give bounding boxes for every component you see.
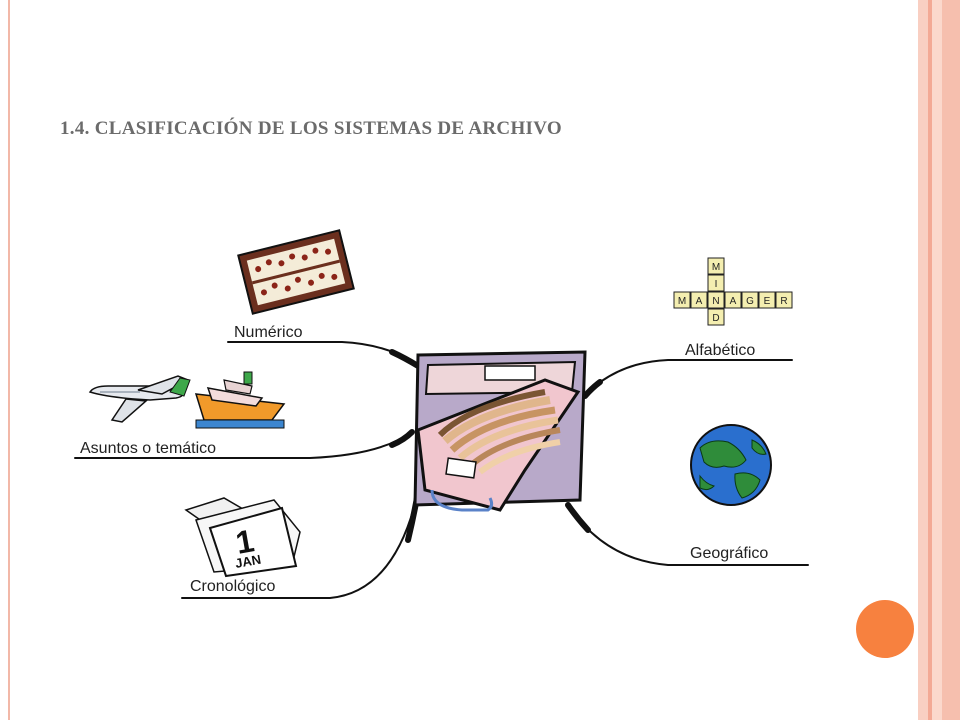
crossword-letter-horizontal: E [764,296,771,307]
crossword-tile [673,291,691,309]
airplane-icon [88,375,191,423]
globe-icon [690,424,772,506]
ship-icon [194,371,286,429]
crossword-tile [707,257,725,275]
frame-right-band-dark [928,0,932,720]
crossword-tile [707,274,725,292]
crossword-tile [707,308,725,326]
crossword-tile [775,291,793,309]
abacus-icon [237,229,355,315]
filing-cabinet-icon [413,350,587,512]
frame-right-band-light [932,0,942,720]
calendar-month: JAN [234,552,262,571]
crossword-letter-horizontal: A [696,296,703,307]
crossword-letter-horizontal: M [678,296,686,307]
crossword-letter-horizontal: G [746,296,754,307]
crossword-letter-vertical: M [712,262,720,273]
crossword-tile [707,291,725,309]
crossword-letter-horizontal: A [730,296,737,307]
crossword-tile [724,291,742,309]
calendar-icon: 1 JAN [184,497,301,578]
branch-label-asuntos: Asuntos o temático [80,440,216,457]
slide-title: 1.4. CLASIFICACIÓN DE LOS SISTEMAS DE AR… [60,118,562,139]
calendar-day: 1 [233,522,257,561]
crossword-tile [758,291,776,309]
branch-label-geografico: Geográfico [690,545,768,562]
branch-label-numerico: Numérico [234,324,303,341]
crossword-letter-horizontal: N [712,296,719,307]
crossword-letter-horizontal: R [780,296,787,307]
crossword-tile [690,291,708,309]
crossword-letter-vertical: I [715,279,718,290]
branch-label-cronologico: Cronológico [190,578,275,595]
frame-right-band-outer [942,0,960,720]
frame-right-band [918,0,928,720]
accent-circle [856,600,914,658]
crossword-tile [741,291,759,309]
frame-left-line [8,0,10,720]
branch-label-alfabetico: Alfabético [685,342,755,359]
crossword-letter-vertical: D [712,313,719,324]
